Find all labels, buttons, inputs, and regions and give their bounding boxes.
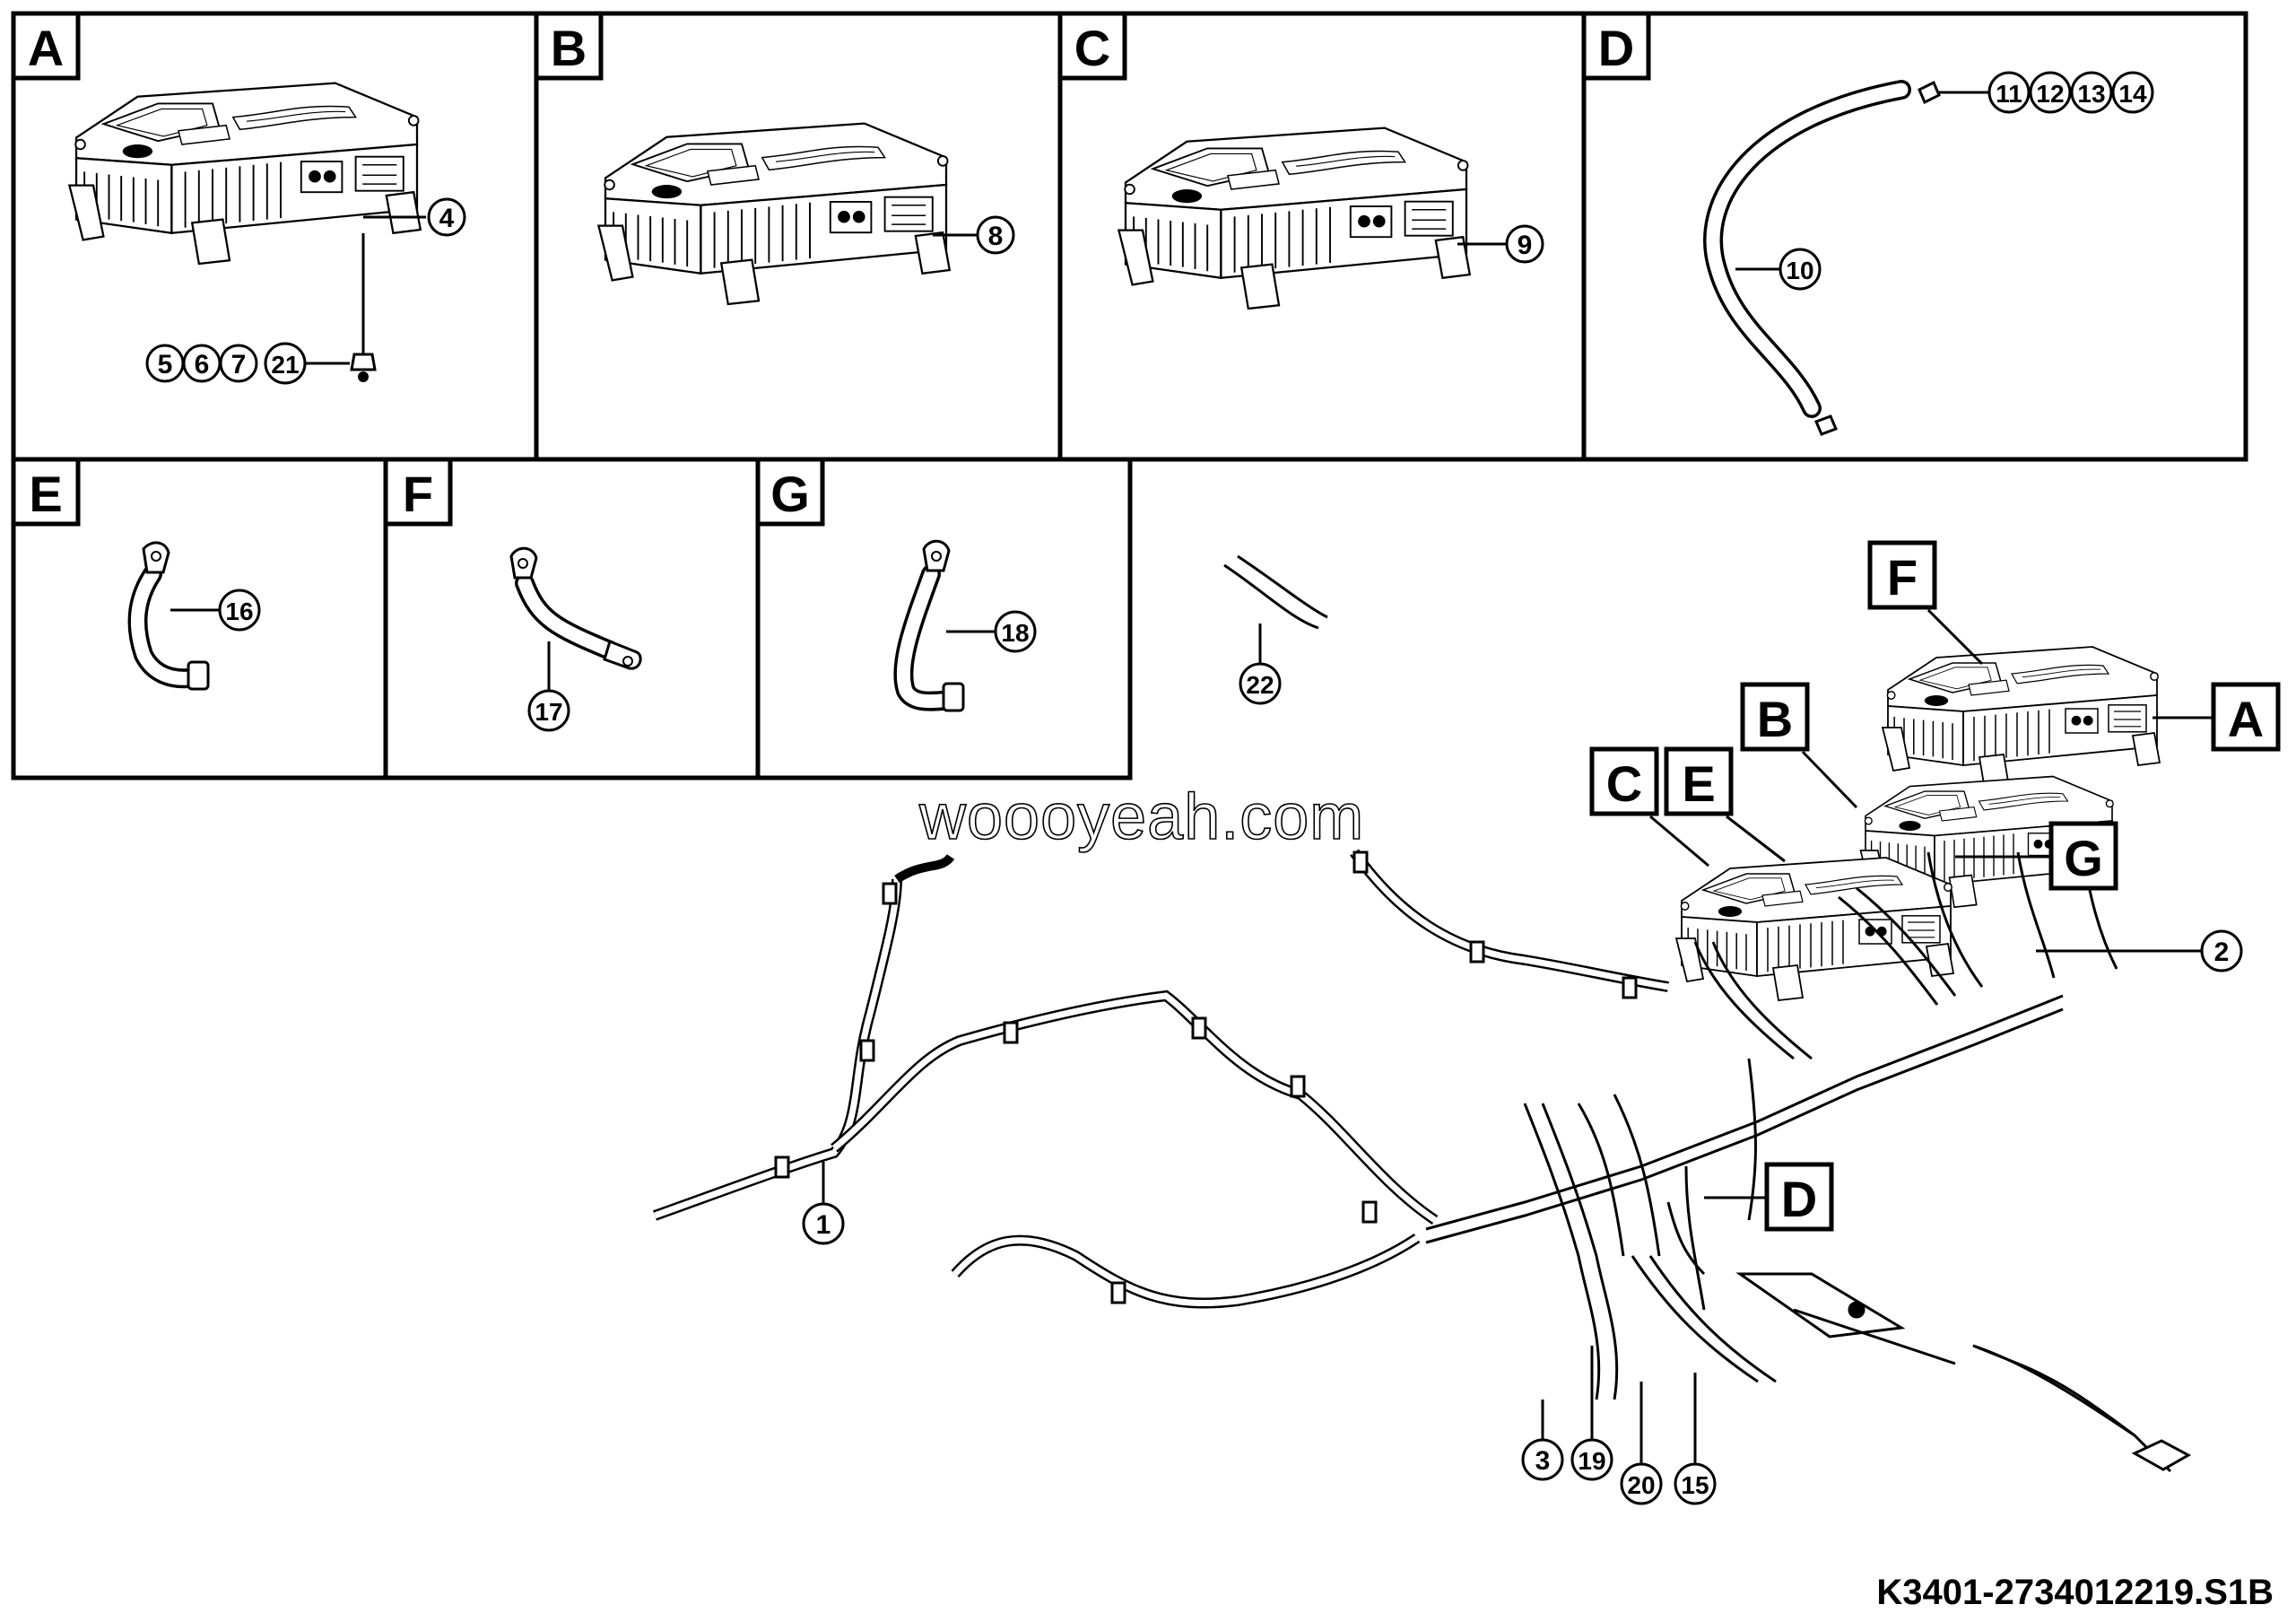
panel-C-letter: C	[1074, 20, 1110, 76]
svg-text:22: 22	[1246, 671, 1274, 699]
svg-text:11: 11	[1996, 80, 2022, 108]
svg-text:3: 3	[1535, 1446, 1551, 1476]
callout-4: 4	[427, 197, 466, 237]
assembly-tag-G: G	[1955, 821, 2118, 891]
svg-text:19: 19	[1578, 1447, 1605, 1475]
callout-18: 18	[994, 610, 1037, 653]
callout-19: 19	[1570, 1438, 1613, 1481]
panel-C-content	[1118, 126, 1507, 310]
assembly-tag-C-letter: C	[1606, 755, 1642, 812]
battery-module-C	[1118, 126, 1471, 310]
panel-D-tab: D	[1581, 11, 1651, 81]
panel-E-letter: E	[29, 466, 62, 522]
svg-text:1: 1	[816, 1210, 831, 1240]
panel-A-letter: A	[28, 20, 64, 76]
svg-text:10: 10	[1786, 257, 1813, 284]
assembly-tag-F: F	[1867, 540, 1984, 666]
assembly-tag-D: D	[1704, 1162, 1834, 1232]
svg-text:18: 18	[1001, 619, 1029, 647]
callout-21: 21	[264, 342, 307, 385]
callout-14: 14	[2111, 71, 2154, 114]
svg-text:14: 14	[2118, 80, 2147, 108]
callout-5: 5	[145, 344, 185, 383]
callouts: 4 5 6 7 21 8 9 10 11 12 13 14 16 17 18 2…	[145, 71, 2243, 1505]
panel-B-content	[597, 122, 978, 306]
panel-E-tab: E	[11, 457, 81, 527]
panel-frames	[11, 11, 2248, 780]
svg-text:20: 20	[1627, 1471, 1655, 1499]
svg-text:21: 21	[271, 351, 299, 379]
callout-9: 9	[1505, 224, 1544, 264]
svg-text:7: 7	[231, 350, 247, 379]
battery-module-B	[597, 122, 951, 306]
callout-13: 13	[2070, 71, 2113, 114]
panel-B-letter: B	[551, 20, 587, 76]
assembly-tag-E-letter: E	[1682, 755, 1715, 812]
svg-text:15: 15	[1681, 1471, 1709, 1499]
svg-text:12: 12	[2036, 80, 2064, 108]
callout-7: 7	[219, 344, 258, 383]
assembly-tag-G-letter: G	[2064, 830, 2103, 886]
battery-module-A	[68, 82, 422, 266]
svg-text:9: 9	[1518, 231, 1533, 260]
callout-20: 20	[1620, 1462, 1663, 1505]
svg-text:16: 16	[225, 597, 253, 625]
svg-text:2: 2	[2214, 937, 2230, 967]
callout-12: 12	[2029, 71, 2072, 114]
panel-A-tab: A	[11, 11, 81, 81]
panel-F-letter: F	[403, 466, 433, 522]
assembly-tag-F-letter: F	[1887, 549, 1918, 606]
assembly-tag-D-letter: D	[1781, 1171, 1817, 1227]
panel-F-content	[509, 546, 642, 691]
callout-1: 1	[802, 1202, 845, 1245]
tube-10	[1703, 80, 1911, 418]
assembly-tag-C: C	[1589, 746, 1709, 868]
panel-A-content	[68, 82, 426, 382]
callout-10: 10	[1779, 248, 1822, 291]
callout-15: 15	[1674, 1462, 1717, 1505]
svg-text:17: 17	[535, 698, 562, 726]
svg-text:8: 8	[988, 222, 1004, 251]
panel-F-tab: F	[383, 457, 453, 527]
assembly-battery-A	[1882, 646, 2161, 790]
callout-2: 2	[2200, 929, 2243, 972]
panel-D-letter: D	[1598, 20, 1634, 76]
callout-11: 11	[1987, 71, 2031, 114]
svg-text:13: 13	[2077, 80, 2105, 108]
panel-G-frame	[755, 457, 1133, 780]
panel-G-content	[893, 539, 996, 712]
item-22-tube	[1223, 554, 1328, 664]
assembly-battery-C	[1675, 857, 1954, 1001]
assembly-tag-E: E	[1664, 746, 1786, 863]
panel-B-tab: B	[534, 11, 604, 81]
panel-D-content	[1703, 80, 1989, 436]
svg-text:5: 5	[158, 350, 173, 379]
assembly-tag-A-letter: A	[2228, 691, 2264, 747]
callout-6: 6	[182, 344, 222, 383]
callout-22: 22	[1239, 662, 1282, 705]
panel-G-letter: G	[770, 466, 810, 522]
svg-text:6: 6	[195, 350, 210, 379]
assembly-tag-B-letter: B	[1757, 691, 1793, 747]
callout-3: 3	[1521, 1438, 1564, 1481]
document-id: K3401-2734012219.S1B	[1876, 1573, 2274, 1612]
assembly-tag-A: A	[2152, 682, 2281, 752]
callout-16: 16	[218, 589, 261, 632]
panel-G-tab: G	[755, 457, 825, 527]
assembly-tag-B: B	[1740, 682, 1858, 809]
harness-bundle	[1425, 842, 2192, 1473]
watermark: woooyeah.com	[918, 781, 1364, 853]
panel-D-frame	[1581, 11, 2248, 462]
harness-1	[652, 849, 1669, 1309]
svg-text:4: 4	[439, 204, 455, 233]
callout-17: 17	[527, 689, 570, 732]
panel-E-content	[127, 541, 220, 691]
panel-C-tab: C	[1057, 11, 1127, 81]
callout-8: 8	[976, 215, 1015, 255]
main-assembly: F A B C E G D	[652, 540, 2281, 1473]
